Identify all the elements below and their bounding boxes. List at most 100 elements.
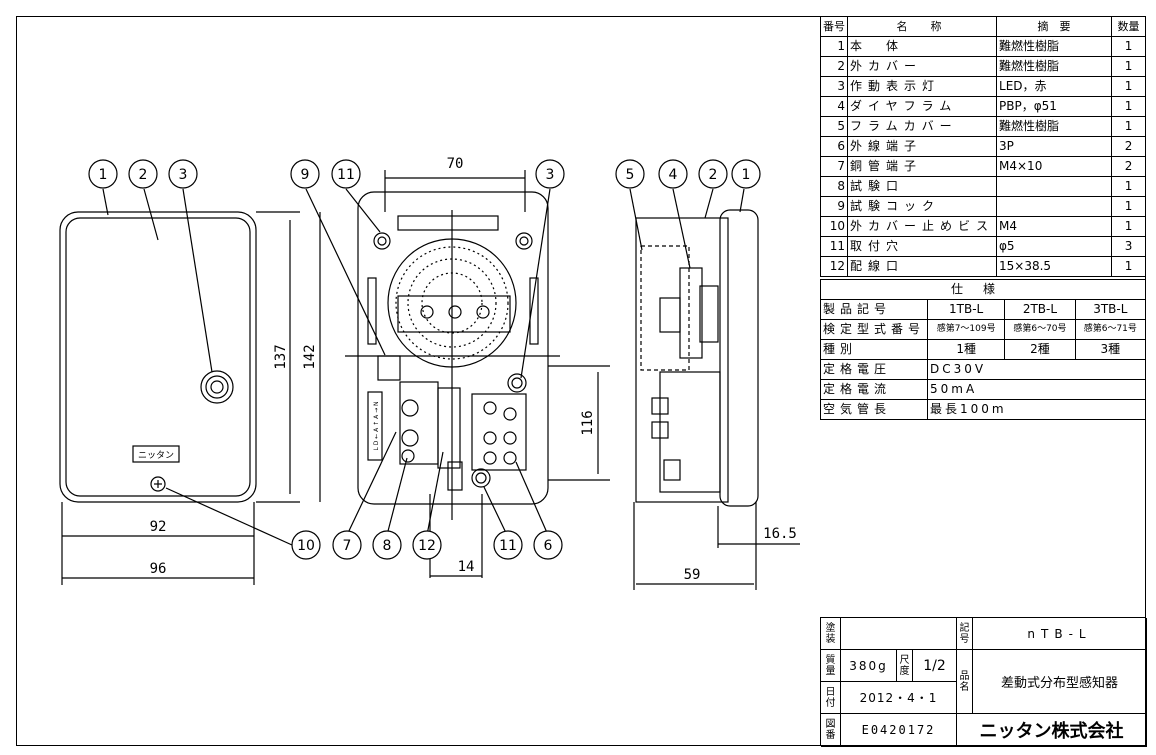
- code-label: 記号: [959, 622, 970, 645]
- dim-16-5: 16.5: [763, 526, 797, 542]
- spec-label: 定格電流: [819, 379, 929, 400]
- parts-cell-spec: 難燃性樹脂: [996, 116, 1113, 137]
- spec-value-v1: 感第7～109号: [927, 319, 1006, 340]
- parts-cell-spec: 難燃性樹脂: [996, 56, 1113, 77]
- parts-cell-spec: LED，赤: [996, 76, 1113, 97]
- drawing-label-cell: 図番: [821, 714, 841, 747]
- parts-cell-no: 10: [820, 216, 848, 237]
- side-view-cover: [719, 209, 759, 507]
- scale-label-cell: 尺度: [897, 650, 913, 682]
- name-label: 品名: [959, 670, 970, 693]
- company-cell: ニッタン株式会社: [957, 714, 1147, 747]
- spec-value: DC30V: [927, 359, 1146, 380]
- parts-cell-spec: [996, 196, 1113, 217]
- inside-view-outer: [357, 191, 549, 505]
- dim-116: 116: [580, 410, 596, 435]
- code-label-cell: 記号: [957, 618, 973, 650]
- paint-label-cell: 塗装: [821, 618, 841, 650]
- parts-cell-no: 8: [820, 176, 848, 197]
- parts-header-name: 名 称: [846, 16, 998, 37]
- callout-side-4: 4: [669, 167, 678, 183]
- parts-cell-name: 外カバー止めビス: [846, 216, 998, 237]
- parts-cell-qty: 1: [1111, 196, 1146, 217]
- parts-cell-name: 作動表示灯: [846, 76, 998, 97]
- callout-inside-11: 11: [337, 167, 355, 183]
- parts-cell-qty: 1: [1111, 76, 1146, 97]
- parts-cell-qty: 1: [1111, 176, 1146, 197]
- callout-side-1: 1: [742, 167, 751, 183]
- front-view-outer: [59, 211, 257, 503]
- parts-cell-no: 9: [820, 196, 848, 217]
- dim-92: 92: [150, 519, 167, 535]
- mass-label: 質量: [825, 654, 836, 677]
- company-logo: ニッタン株式会社: [979, 721, 1124, 742]
- mass-label-cell: 質量: [821, 650, 841, 682]
- drawing-label: 図番: [825, 719, 836, 741]
- parts-cell-no: 11: [820, 236, 848, 257]
- spec-value-v3: 3種: [1074, 339, 1147, 360]
- parts-cell-qty: 1: [1111, 36, 1146, 57]
- name-label-cell: 品名: [957, 650, 973, 714]
- callout-bottom-7: 7: [343, 538, 352, 554]
- parts-cell-no: 4: [820, 96, 848, 117]
- dim-96: 96: [150, 561, 167, 577]
- callout-front-1: 1: [99, 167, 108, 183]
- parts-header-spec: 摘 要: [996, 16, 1113, 37]
- parts-cell-spec: 3P: [996, 136, 1113, 157]
- parts-cell-name: 銅管端子: [846, 156, 998, 177]
- spec-label: 種別: [819, 339, 929, 360]
- parts-cell-qty: 2: [1111, 156, 1146, 177]
- dim-59: 59: [684, 567, 701, 583]
- callout-inside-9: 9: [301, 167, 310, 183]
- spec-value-v3: 感第6～71号: [1074, 319, 1147, 340]
- spec-value: 50mA: [927, 379, 1146, 400]
- front-screw: [150, 476, 166, 492]
- callout-bottom-8: 8: [383, 538, 392, 554]
- paint-value-cell: [841, 618, 957, 650]
- parts-cell-spec: M4×10: [996, 156, 1113, 177]
- mass-cell: 380g: [841, 650, 897, 682]
- parts-cell-name: 取付穴: [846, 236, 998, 257]
- callout-bottom-12: 12: [418, 538, 436, 554]
- scale-value: 1/2: [923, 657, 946, 674]
- product-code: nTB-L: [1027, 626, 1092, 641]
- dim-137: 137: [273, 344, 289, 369]
- parts-cell-spec: 難燃性樹脂: [996, 36, 1113, 57]
- dim-14: 14: [458, 559, 475, 575]
- spec-label: 検定型式番号: [819, 319, 929, 340]
- parts-cell-no: 12: [820, 256, 848, 277]
- callout-side-5: 5: [626, 167, 635, 183]
- terminal-label-box: [367, 391, 383, 461]
- parts-cell-no: 6: [820, 136, 848, 157]
- front-led: [210, 380, 224, 394]
- callout-bottom-11: 11: [499, 538, 517, 554]
- side-view-body: [635, 217, 729, 503]
- drawing-frame: [16, 16, 1146, 746]
- front-logo-plate: [132, 445, 180, 463]
- parts-cell-name: 本 体: [846, 36, 998, 57]
- code-cell: nTB-L: [973, 618, 1147, 650]
- callout-front-2: 2: [139, 167, 148, 183]
- spec-value-v2: 感第6～70号: [1004, 319, 1076, 340]
- parts-cell-name: 試験口: [846, 176, 998, 197]
- parts-cell-name: ダイヤフラム: [846, 96, 998, 117]
- parts-cell-no: 2: [820, 56, 848, 77]
- parts-cell-qty: 1: [1111, 256, 1146, 277]
- parts-cell-spec: PBP，φ51: [996, 96, 1113, 117]
- parts-cell-spec: M4: [996, 216, 1113, 237]
- callout-bottom-6: 6: [544, 538, 553, 554]
- parts-cell-name: 試験コック: [846, 196, 998, 217]
